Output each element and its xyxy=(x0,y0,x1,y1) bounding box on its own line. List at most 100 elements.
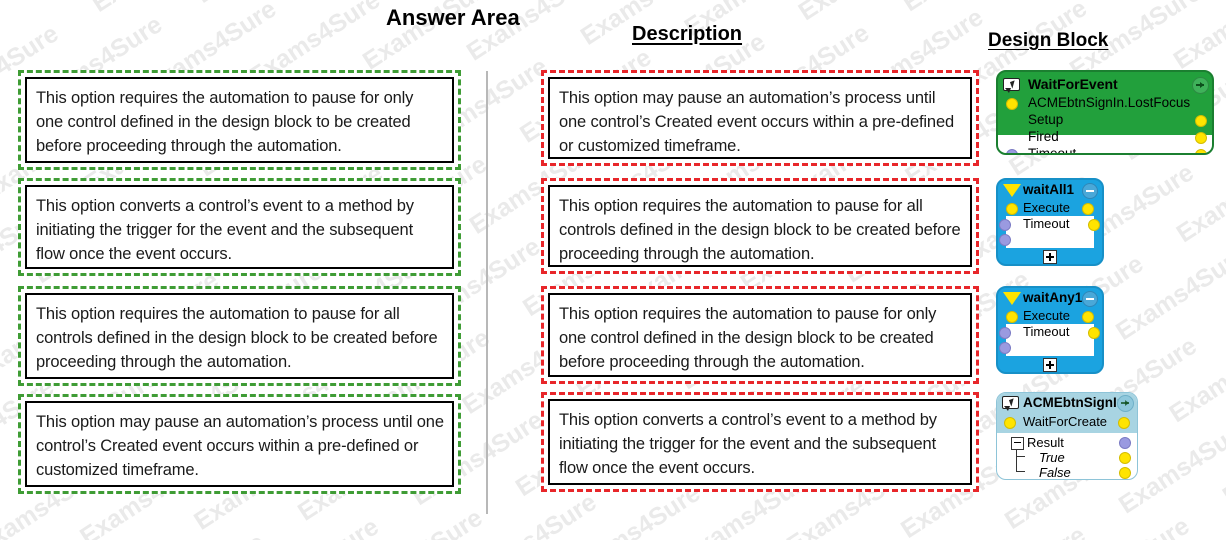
acme-result-tree: Result True False xyxy=(997,433,1137,480)
wait-for-event-setup-label: Setup xyxy=(1028,112,1064,127)
wait-any-timeout-label: Timeout xyxy=(1023,324,1070,339)
pin-yellow-icon[interactable] xyxy=(1119,467,1131,479)
pin-purple-icon[interactable] xyxy=(999,234,1011,246)
description-box-4[interactable]: This option converts a control’s event t… xyxy=(541,392,979,492)
pin-yellow-icon[interactable] xyxy=(1195,149,1207,153)
tree-line xyxy=(1016,456,1025,458)
wait-for-event-footer-strip xyxy=(998,135,1212,153)
wait-all-extra-row xyxy=(999,232,1094,248)
wait-any-execute-label: Execute xyxy=(1023,308,1070,323)
wait-all-header: waitAll1 xyxy=(998,180,1102,200)
acme-result-row[interactable]: Result xyxy=(997,435,1137,450)
pin-yellow-icon[interactable] xyxy=(1119,452,1131,464)
collapse-minus-icon[interactable] xyxy=(1082,183,1098,199)
column-heading-design-block: Design Block xyxy=(988,30,1109,51)
pin-yellow-icon[interactable] xyxy=(1118,417,1130,429)
answer-option-text-4: This option may pause an automation’s pr… xyxy=(36,413,444,479)
description-text-2: This option requires the automation to p… xyxy=(559,197,961,263)
pin-yellow-icon[interactable] xyxy=(1006,98,1018,110)
wait-all-title: waitAll1 xyxy=(1023,182,1075,197)
pin-yellow-icon[interactable] xyxy=(1195,115,1207,127)
pin-yellow-icon[interactable] xyxy=(1006,203,1018,215)
wait-any-title: waitAny1 xyxy=(1023,290,1083,305)
description-inner-4: This option converts a control’s event t… xyxy=(548,399,972,485)
pin-yellow-icon[interactable] xyxy=(1006,311,1018,323)
design-block-wait-all[interactable]: waitAll1 Execute Timeout xyxy=(996,178,1104,266)
pin-yellow-icon[interactable] xyxy=(1195,132,1207,144)
wait-any-body: Timeout xyxy=(999,324,1100,356)
wait-all-execute-label: Execute xyxy=(1023,200,1070,215)
design-block-wait-for-event[interactable]: WaitForEvent ACMEbtnSignIn.LostFocus Set… xyxy=(996,70,1214,155)
pin-yellow-icon[interactable] xyxy=(1088,327,1100,339)
pin-purple-icon[interactable] xyxy=(1119,437,1131,449)
pin-yellow-icon[interactable] xyxy=(1088,219,1100,231)
pin-purple-icon[interactable] xyxy=(999,219,1011,231)
pin-purple-icon[interactable] xyxy=(999,342,1011,354)
description-inner-3: This option requires the automation to p… xyxy=(548,293,972,377)
acme-false-label: False xyxy=(1039,465,1071,480)
wait-any-execute-row: Execute xyxy=(998,308,1102,324)
wait-any-header: waitAny1 xyxy=(998,288,1102,308)
pin-yellow-icon[interactable] xyxy=(1082,203,1094,215)
acme-result-label: Result xyxy=(1027,435,1064,450)
collapse-minus-box-icon[interactable] xyxy=(1011,437,1024,450)
answer-option-inner-1: This option requires the automation to p… xyxy=(25,77,454,163)
expand-plus-icon[interactable] xyxy=(1043,358,1057,372)
pin-yellow-icon[interactable] xyxy=(1004,417,1016,429)
tree-line xyxy=(1016,446,1018,471)
page-title-answer-area: Answer Area xyxy=(386,5,520,30)
wait-any-timeout-row: Timeout xyxy=(999,324,1100,340)
pin-purple-icon[interactable] xyxy=(999,327,1011,339)
description-text-1: This option may pause an automation’s pr… xyxy=(559,89,955,155)
wait-for-event-row-fired: Fired xyxy=(998,128,1212,145)
wait-for-event-row-timeout: Timeout xyxy=(998,145,1212,153)
acme-true-label: True xyxy=(1039,450,1065,465)
wait-for-event-rows: WaitForEvent ACMEbtnSignIn.LostFocus Set… xyxy=(998,72,1212,153)
column-divider xyxy=(486,71,488,514)
callout-cursor-icon xyxy=(1002,396,1019,411)
description-text-4: This option converts a control’s event t… xyxy=(559,411,937,477)
answer-option-box-3[interactable]: This option requires the automation to p… xyxy=(18,286,461,386)
wait-any-footer xyxy=(998,356,1102,372)
acme-method-row: WaitForCreate xyxy=(997,413,1137,431)
wait-for-event-title-row: WaitForEvent xyxy=(998,75,1212,94)
tree-line xyxy=(1016,471,1025,473)
answer-option-text-3: This option requires the automation to p… xyxy=(36,305,438,371)
acme-result-false-row: False xyxy=(997,465,1137,480)
arrow-right-circle-icon[interactable] xyxy=(1192,77,1209,94)
wait-all-timeout-row: Timeout xyxy=(999,216,1100,232)
acme-title: ACMEbtnSignIn xyxy=(1023,395,1125,410)
expand-plus-icon[interactable] xyxy=(1043,250,1057,264)
arrow-right-circle-icon[interactable] xyxy=(1117,395,1134,412)
answer-option-box-4[interactable]: This option may pause an automation’s pr… xyxy=(18,394,461,494)
pin-yellow-icon[interactable] xyxy=(1082,311,1094,323)
pin-purple-icon[interactable] xyxy=(1006,149,1018,153)
answer-option-inner-2: This option converts a control’s event t… xyxy=(25,185,454,269)
answer-option-box-2[interactable]: This option converts a control’s event t… xyxy=(18,178,461,276)
acme-method-label: WaitForCreate xyxy=(1023,414,1108,429)
design-block-wait-any[interactable]: waitAny1 Execute Timeout xyxy=(996,286,1104,374)
description-inner-1: This option may pause an automation’s pr… xyxy=(548,77,972,159)
triangle-down-icon xyxy=(1003,184,1021,197)
wait-all-body: Timeout xyxy=(999,216,1100,248)
answer-option-inner-3: This option requires the automation to p… xyxy=(25,293,454,379)
design-block-acme-btn-signin[interactable]: ACMEbtnSignIn WaitForCreate Result True xyxy=(996,392,1138,480)
column-heading-description: Description xyxy=(632,23,743,45)
wait-for-event-title: WaitForEvent xyxy=(1028,76,1118,92)
wait-any-extra-row xyxy=(999,340,1094,356)
answer-option-text-2: This option converts a control’s event t… xyxy=(36,197,414,263)
collapse-minus-icon[interactable] xyxy=(1082,291,1098,307)
description-box-2[interactable]: This option requires the automation to p… xyxy=(541,178,979,274)
wait-all-footer xyxy=(998,248,1102,264)
triangle-down-icon xyxy=(1003,292,1021,305)
description-box-3[interactable]: This option requires the automation to p… xyxy=(541,286,979,384)
description-box-1[interactable]: This option may pause an automation’s pr… xyxy=(541,70,979,166)
callout-cursor-icon xyxy=(1003,78,1020,93)
acme-result-true-row: True xyxy=(997,450,1137,465)
description-text-3: This option requires the automation to p… xyxy=(559,305,937,371)
answer-option-box-1[interactable]: This option requires the automation to p… xyxy=(18,70,461,170)
wait-for-event-fired-label: Fired xyxy=(1028,129,1059,144)
wait-all-execute-row: Execute xyxy=(998,200,1102,216)
description-inner-2: This option requires the automation to p… xyxy=(548,185,972,267)
